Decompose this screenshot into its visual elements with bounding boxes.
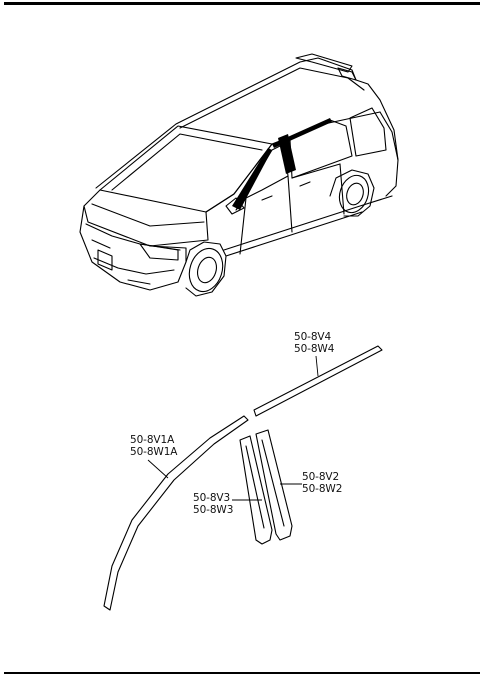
callout-front-pillar-garnish-line2: 50-8W3: [193, 504, 234, 516]
callout-rear-pillar-garnish: 50-8V2 50-8W2: [302, 471, 342, 495]
leader-roof-molding: [315, 355, 319, 377]
parts-group: [103, 345, 383, 611]
callout-front-pillar-molding-line2: 50-8W1A: [130, 446, 178, 458]
callout-front-pillar-molding-line1: 50-8V1A: [130, 434, 175, 446]
rear-pillar-garnish-part: [255, 429, 293, 541]
leader-lines: [147, 355, 319, 501]
minivan-illustration: [79, 53, 399, 297]
callout-roof-molding-line1: 50-8V4: [294, 331, 332, 343]
a-pillar-highlight: [232, 148, 272, 210]
bottom-border-rule: [4, 672, 480, 674]
roof-molding-highlight: [272, 118, 332, 148]
callout-front-pillar-garnish-line1: 50-8V3: [193, 492, 231, 504]
callout-roof-molding-line2: 50-8W4: [294, 343, 335, 355]
callout-rear-pillar-garnish-line1: 50-8V2: [302, 471, 340, 483]
top-border-rule: [4, 2, 480, 5]
callout-rear-pillar-garnish-line2: 50-8W2: [302, 483, 343, 495]
callout-front-pillar-garnish: 50-8V3 50-8W3: [193, 492, 233, 516]
leader-front-pillar-molding: [147, 459, 169, 479]
front-pillar-garnish-part: [239, 435, 273, 545]
front-pillar-molding-part: [103, 415, 249, 611]
callout-roof-molding: 50-8V4 50-8W4: [294, 331, 334, 355]
callout-front-pillar-molding: 50-8V1A 50-8W1A: [130, 434, 177, 458]
roof-molding-part: [253, 345, 383, 417]
